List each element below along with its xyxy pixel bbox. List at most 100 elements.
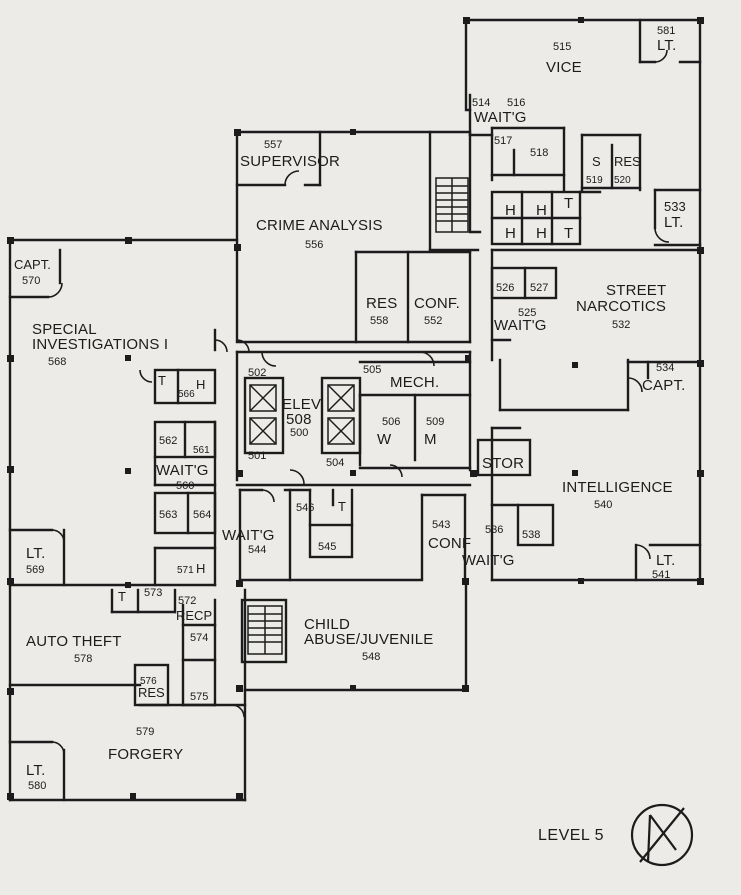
room-name-lt-580: LT.: [26, 762, 46, 779]
room-number-516: 516: [507, 97, 526, 109]
room-name-special-line1: SPECIAL: [32, 321, 97, 338]
room-name-narcotics: NARCOTICS: [576, 298, 667, 315]
columns: [7, 17, 704, 800]
room-number-519: 519: [586, 175, 603, 186]
room-name-s-519: S: [592, 154, 601, 169]
room-number-505: 505: [363, 364, 382, 376]
room-name-waitg-536: WAIT'G: [462, 552, 515, 569]
room-name-conf-552: CONF.: [414, 295, 460, 312]
room-name-intelligence: INTELLIGENCE: [562, 479, 673, 496]
room-number-552: 552: [424, 315, 443, 327]
room-number-581: 581: [657, 25, 676, 37]
room-name-street: STREET: [606, 282, 667, 299]
elevator-shafts: [249, 384, 355, 445]
room-number-576: 576: [140, 676, 157, 687]
room-name-forgery: FORGERY: [108, 746, 184, 763]
room-name-stor: STOR: [482, 455, 525, 472]
room-number-540: 540: [594, 499, 613, 511]
north-arrow-icon: [630, 803, 694, 867]
door-swings: [47, 49, 670, 755]
room-name-waitg-516: WAIT'G: [474, 109, 527, 126]
room-number-517: 517: [494, 135, 513, 147]
room-number-570: 570: [22, 275, 41, 287]
room-name-special-line2: INVESTIGATIONS I: [32, 336, 169, 353]
room-name-mech: MECH.: [390, 374, 440, 391]
room-number-500: 500: [290, 427, 309, 439]
room-name-res-520: RES: [614, 154, 641, 169]
room-number-520: 520: [614, 175, 631, 186]
room-number-571: 571: [177, 565, 194, 576]
level-label: LEVEL 5: [538, 827, 605, 844]
room-number-563: 563: [159, 509, 178, 521]
restroom-t-1: T: [564, 195, 574, 212]
room-h-566: H: [196, 377, 206, 392]
room-number-515: 515: [553, 41, 572, 53]
room-name-lt-533: LT.: [664, 214, 684, 231]
room-name-elev: ELEV: [282, 396, 322, 413]
room-number-578: 578: [74, 653, 93, 665]
room-number-573: 573: [144, 587, 163, 599]
room-name-lt-569: LT.: [26, 545, 46, 562]
room-number-508: 508: [286, 411, 312, 428]
room-number-562: 562: [159, 435, 178, 447]
room-number-509: 509: [426, 416, 445, 428]
room-name-lt-581: LT.: [657, 37, 677, 54]
room-number-526: 526: [496, 282, 515, 294]
room-number-572: 572: [178, 595, 197, 607]
room-number-569: 569: [26, 564, 45, 576]
room-number-538: 538: [522, 529, 541, 541]
room-name-abuse-juvenile: ABUSE/JUVENILE: [304, 631, 434, 648]
stairs: [247, 177, 469, 655]
room-name-capt-534: CAPT.: [642, 377, 686, 394]
room-name-m: M: [424, 431, 437, 448]
room-name-recp: RECP: [176, 608, 213, 623]
restroom-h-4: H: [536, 225, 548, 242]
room-name-res-576: RES: [138, 685, 165, 700]
room-number-518: 518: [530, 147, 549, 159]
room-name-lt-541: LT.: [656, 552, 676, 569]
room-number-534: 534: [656, 362, 675, 374]
room-name-waitg-525: WAIT'G: [494, 317, 547, 334]
room-number-564: 564: [193, 509, 212, 521]
room-name-supervisor: SUPERVISOR: [240, 153, 341, 170]
room-number-568: 568: [48, 356, 67, 368]
room-name-conf-543: CONF: [428, 535, 472, 552]
room-number-506: 506: [382, 416, 401, 428]
room-number-532: 532: [612, 319, 631, 331]
room-name-res-558: RES: [366, 295, 398, 312]
room-number-545: 545: [318, 541, 337, 553]
room-name-vice: VICE: [546, 59, 582, 76]
room-number-504: 504: [326, 457, 345, 469]
restroom-t-2: T: [564, 225, 574, 242]
room-number-560: 560: [176, 480, 195, 492]
room-number-580: 580: [28, 780, 47, 792]
room-name-child: CHILD: [304, 616, 351, 633]
walls: [8, 18, 702, 802]
room-number-566: 566: [178, 389, 195, 400]
restroom-h-1: H: [505, 202, 517, 219]
room-number-544: 544: [248, 544, 267, 556]
room-number-541: 541: [652, 569, 671, 581]
room-number-557: 557: [264, 139, 283, 151]
room-name-w: W: [377, 431, 392, 448]
room-name-capt-570: CAPT.: [14, 257, 51, 272]
room-name-waitg-560: WAIT'G: [156, 462, 209, 479]
room-number-527: 527: [530, 282, 549, 294]
restroom-h-3: H: [505, 225, 517, 242]
room-number-533: 533: [664, 199, 686, 214]
room-number-543: 543: [432, 519, 451, 531]
room-number-536: 536: [485, 524, 504, 536]
room-number-514: 514: [472, 97, 491, 109]
room-t-566: T: [158, 373, 166, 388]
room-number-574: 574: [190, 632, 209, 644]
room-number-556: 556: [305, 239, 324, 251]
room-name-auto-theft: AUTO THEFT: [26, 633, 122, 650]
room-number-579: 579: [136, 726, 155, 738]
room-number-548: 548: [362, 651, 381, 663]
room-number-525: 525: [518, 307, 537, 319]
room-number-575: 575: [190, 691, 209, 703]
room-number-561: 561: [193, 445, 210, 456]
room-number-502: 502: [248, 367, 267, 379]
restroom-h-2: H: [536, 202, 548, 219]
